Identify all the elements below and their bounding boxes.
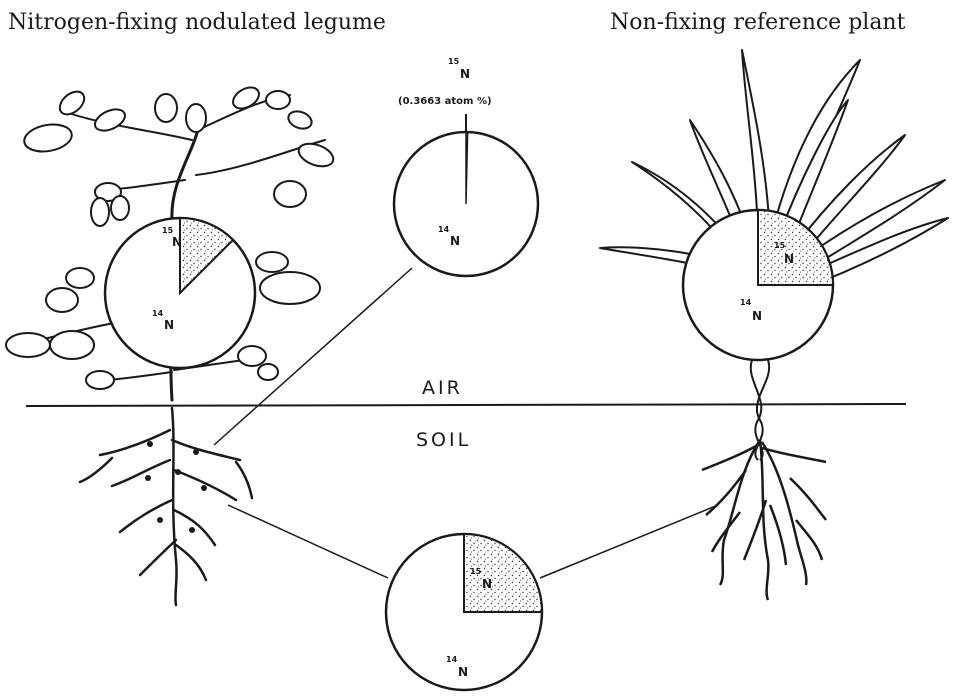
- legume-pie-14-element: N: [164, 318, 174, 332]
- soil-to-reference-root-line: [540, 505, 718, 578]
- air-label: AIR: [422, 377, 463, 399]
- atmosphere-15-element: N: [460, 67, 470, 81]
- soil-pie-15-element: N: [482, 577, 492, 591]
- soil-pie-14-element: N: [458, 665, 468, 679]
- atmosphere-abundance-note: (0.3663 atom %): [398, 96, 492, 107]
- atmosphere-pie: 15 N (0.3663 atom %) 14 N: [394, 57, 538, 276]
- soil-to-legume-root-line: [228, 505, 388, 578]
- legume-pie-14-mass: 14: [152, 309, 164, 318]
- soil-pie-14-mass: 14: [446, 655, 458, 664]
- legume-pie: 15 N 14 N: [105, 218, 255, 368]
- atmosphere-14-mass: 14: [438, 225, 450, 234]
- reference-pie-14-element: N: [752, 309, 762, 323]
- atmosphere-15-mass: 15: [448, 57, 460, 66]
- legume-pie-15-element: N: [172, 235, 182, 249]
- soil-pie-15-mass: 15: [470, 567, 482, 576]
- reference-pie-15-element: N: [784, 252, 794, 266]
- ground-line: [26, 404, 906, 406]
- legume-pie-15-mass: 15: [162, 226, 174, 235]
- legume-title: Nitrogen-fixing nodulated legume: [8, 10, 386, 35]
- soil-label: SOIL: [416, 429, 471, 451]
- soil-pie: 15 N 14 N: [386, 534, 542, 690]
- reference-pie-15-mass: 15: [774, 241, 786, 250]
- reference-pie: 15 N 14 N: [683, 210, 833, 360]
- connector-lines: [214, 268, 718, 578]
- reference-plant-title: Non-fixing reference plant: [610, 10, 905, 35]
- atmosphere-14-element: N: [450, 234, 460, 248]
- reference-pie-14-mass: 14: [740, 298, 752, 307]
